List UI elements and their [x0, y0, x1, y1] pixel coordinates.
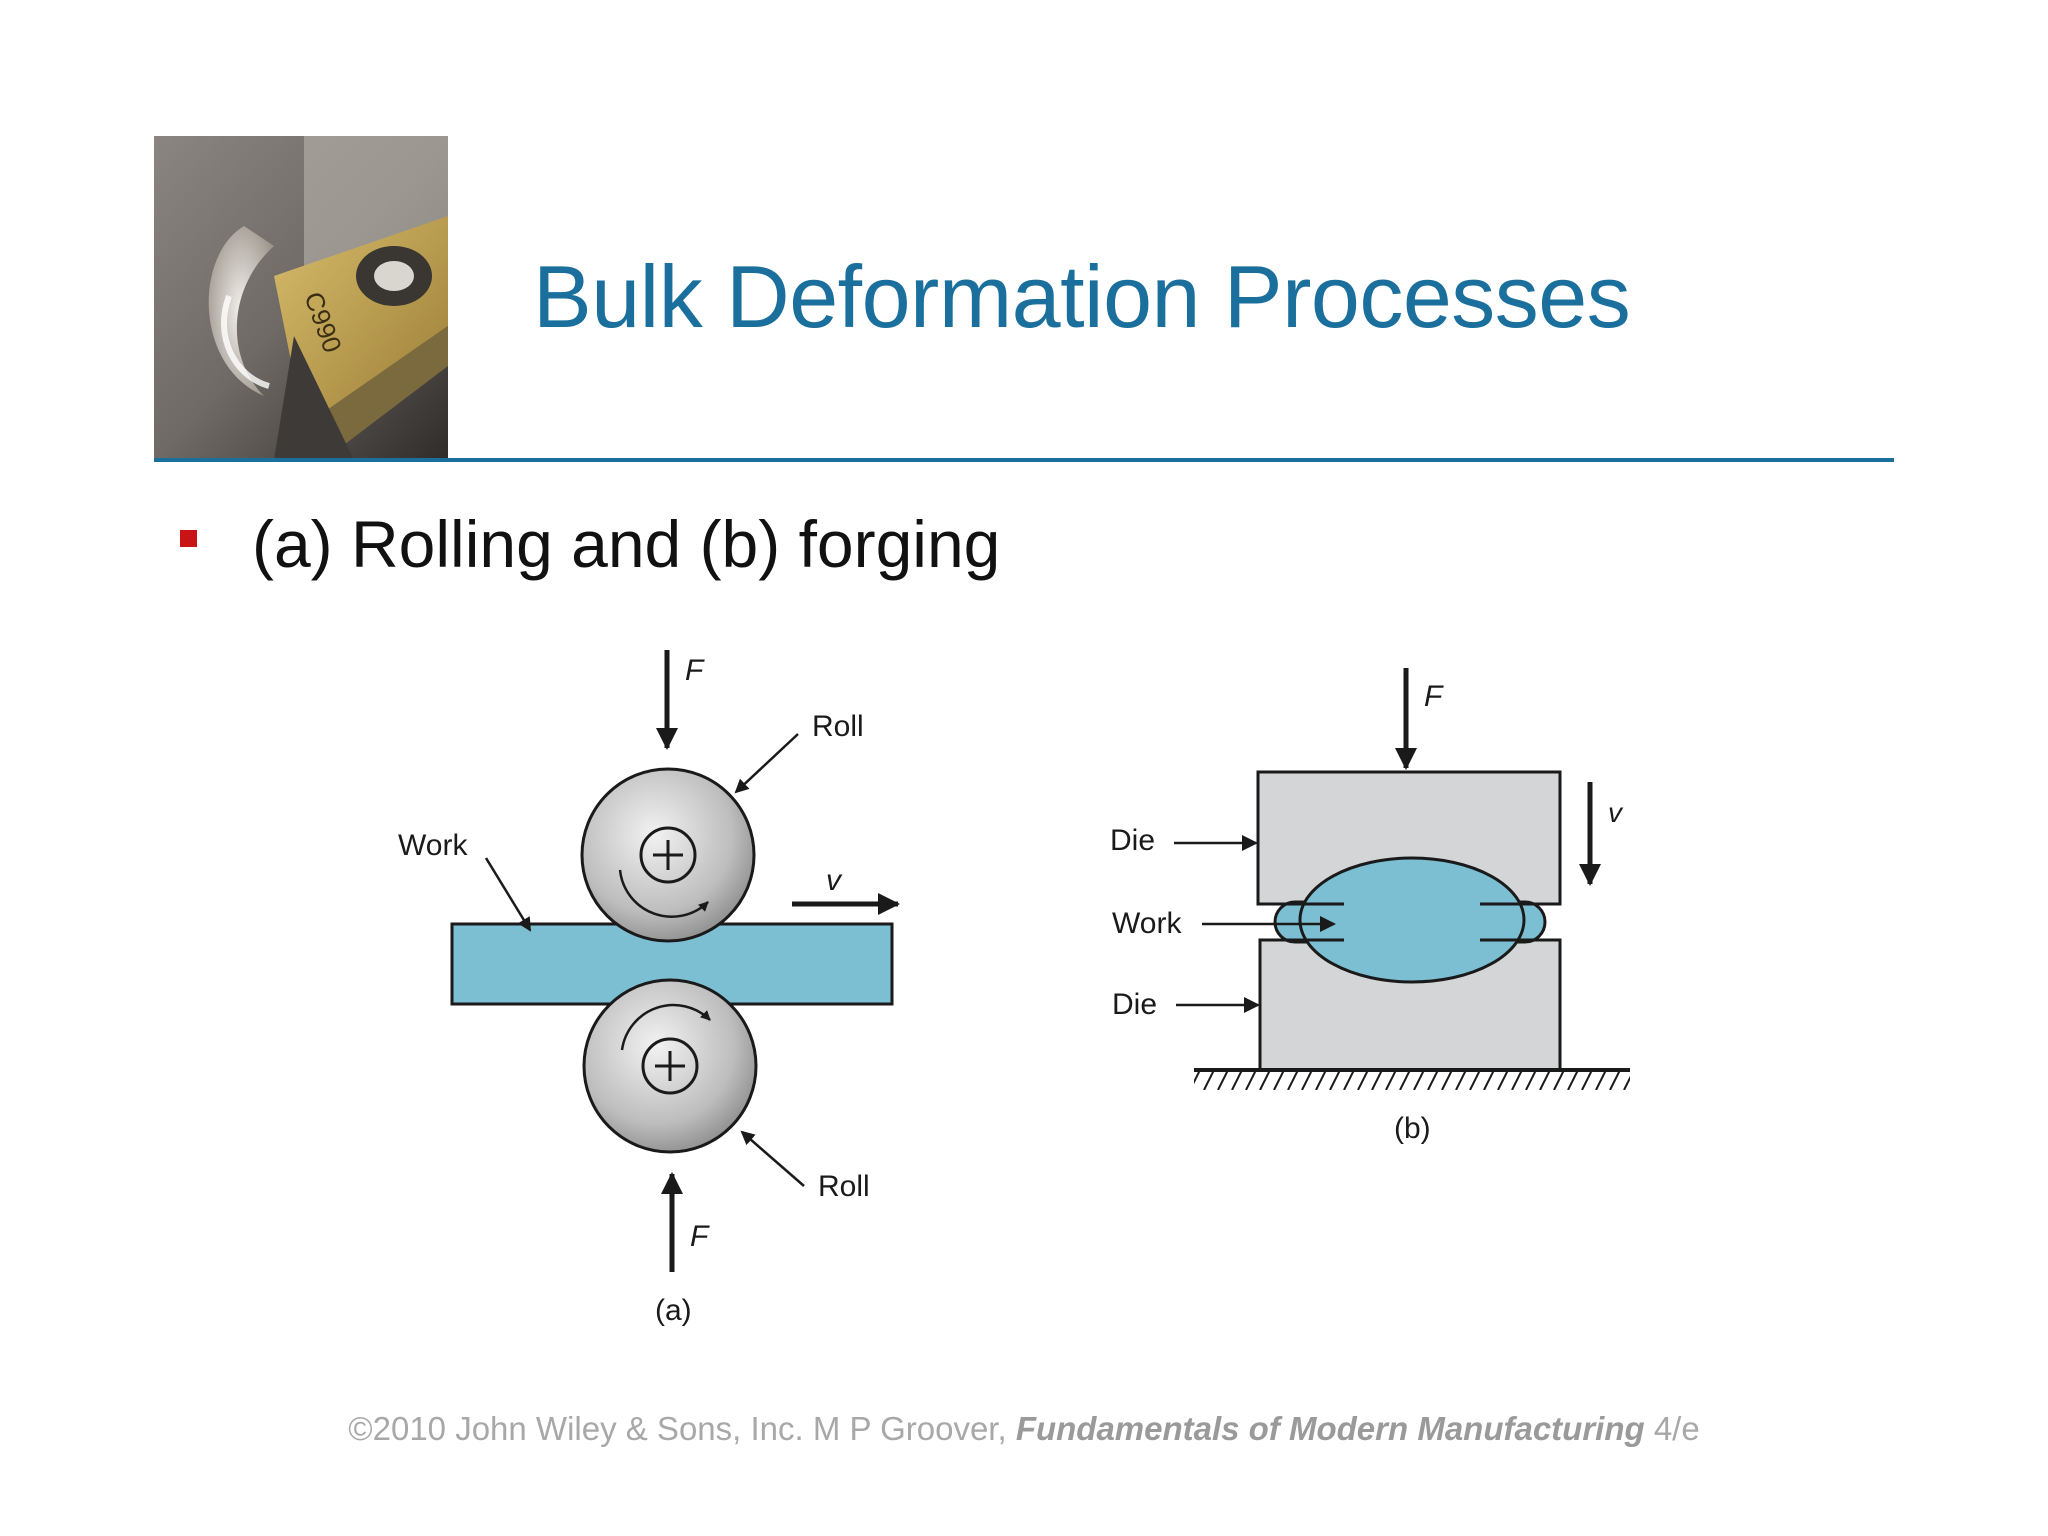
velocity-label-b: v [1608, 797, 1624, 828]
work-body [1298, 856, 1526, 984]
footer-edition: 4/e [1644, 1410, 1700, 1447]
force-label-bottom: F [690, 1220, 710, 1253]
footer: ©2010 John Wiley & Sons, Inc. M P Groove… [0, 1410, 2048, 1448]
header-photo: C990 [154, 136, 448, 460]
bullet-text: (a) Rolling and (b) forging [252, 507, 1001, 581]
rolling-diagram: F Roll Work v Roll [398, 650, 900, 1327]
rotation-arrow-top-icon [618, 869, 709, 918]
ground-hatch [1194, 1072, 1630, 1090]
die-label-bottom: Die [1112, 988, 1157, 1021]
roll-top-axis-icon [639, 826, 697, 884]
slide-title: Bulk Deformation Processes [533, 247, 1631, 346]
work-label-b: Work [1112, 907, 1182, 940]
forging-diagram: F v Die Work Die [1110, 668, 1630, 1145]
die-label-top: Die [1110, 824, 1155, 857]
roll-leader-top [734, 733, 799, 794]
cutting-tool-photo-icon: C990 [154, 136, 448, 460]
work-label-a: Work [398, 829, 468, 862]
force-label-top: F [685, 654, 705, 687]
caption-b: (b) [1394, 1112, 1431, 1145]
footer-copyright: ©2010 John Wiley & Sons, Inc. M P Groove… [348, 1410, 1016, 1447]
caption-a: (a) [655, 1294, 692, 1327]
rotation-arrow-bottom-icon [620, 1003, 711, 1051]
figure-forging: F v Die Work Die [1090, 650, 1650, 1160]
roll-label-top: Roll [812, 710, 864, 743]
roll-leader-bottom [740, 1130, 805, 1187]
footer-book-title: Fundamentals of Modern Manufacturing [1015, 1410, 1645, 1447]
roll-label-bottom: Roll [818, 1170, 870, 1203]
title-divider [154, 458, 1894, 462]
figure-rolling: F Roll Work v Roll [380, 630, 940, 1340]
bullet-marker-icon [180, 530, 197, 547]
roll-bottom-axis-icon [641, 1037, 699, 1095]
velocity-label-a: v [826, 864, 843, 897]
work-leader-a [484, 857, 532, 932]
force-label-b: F [1424, 680, 1444, 713]
